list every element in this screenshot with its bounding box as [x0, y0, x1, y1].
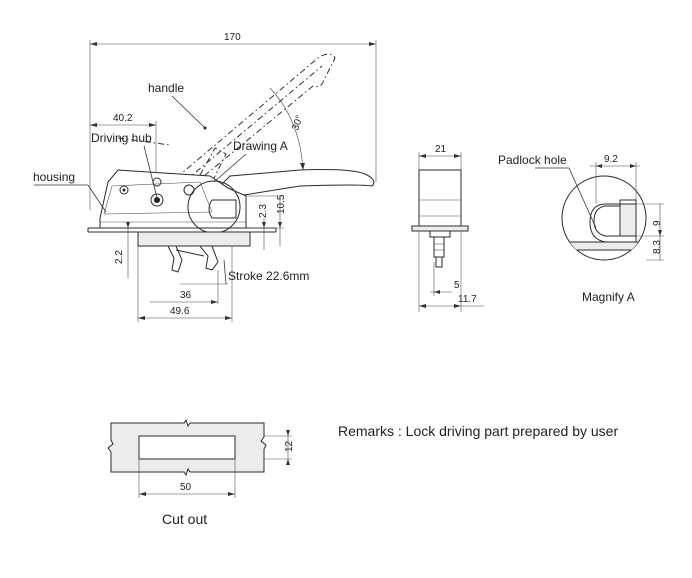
magnify-caption: Magnify A [582, 290, 635, 304]
label-driving-hub: Driving hub [91, 131, 152, 145]
main-view: 170 40.2 30° [33, 32, 377, 322]
dim-height-10-5: 10.5 [276, 194, 287, 214]
latch-hook [167, 245, 183, 273]
dim-height-2-3: 2.3 [258, 204, 269, 218]
cutout-caption: Cut out [162, 511, 207, 527]
dim-base-length: 49.6 [170, 306, 190, 317]
magnify-a: Padlock hole 9.2 9 8.3 Magnify A [498, 153, 664, 304]
handle-closed [208, 169, 375, 197]
dim-thickness-2-2: 2.2 [114, 250, 125, 264]
label-padlock-hole: Padlock hole [498, 153, 567, 167]
dim-travel-36: 36 [180, 290, 192, 301]
handle-open-outline [155, 53, 336, 201]
cutout-view: 12 50 Cut out [107, 418, 295, 527]
dim-overall-length: 170 [224, 32, 241, 43]
housing-body [99, 169, 247, 229]
dim-angle: 30° [290, 114, 306, 132]
cutout-hole [138, 435, 236, 460]
side-body [418, 169, 462, 227]
magnify-dim-9: 9 [652, 220, 663, 226]
label-drawing-a: Drawing A [233, 139, 288, 153]
label-handle: handle [148, 81, 184, 95]
cutout-dim-height: 12 [284, 440, 295, 452]
label-housing: housing [33, 170, 75, 184]
magnify-dim-8-3: 8.3 [652, 240, 663, 254]
base-block [137, 231, 251, 247]
side-view: 21 5 11.7 [411, 144, 484, 312]
side-dim-11-7: 11.7 [458, 294, 477, 305]
side-dim-5: 5 [454, 280, 460, 291]
remarks-text: Remarks : Lock driving part prepared by … [338, 423, 618, 439]
side-dim-width: 21 [435, 144, 447, 155]
magnify-dim-9-2: 9.2 [604, 154, 618, 165]
label-stroke: Stroke 22.6mm [228, 269, 309, 283]
dim-hub-offset: 40.2 [113, 113, 133, 124]
cutout-dim-width: 50 [180, 482, 192, 493]
